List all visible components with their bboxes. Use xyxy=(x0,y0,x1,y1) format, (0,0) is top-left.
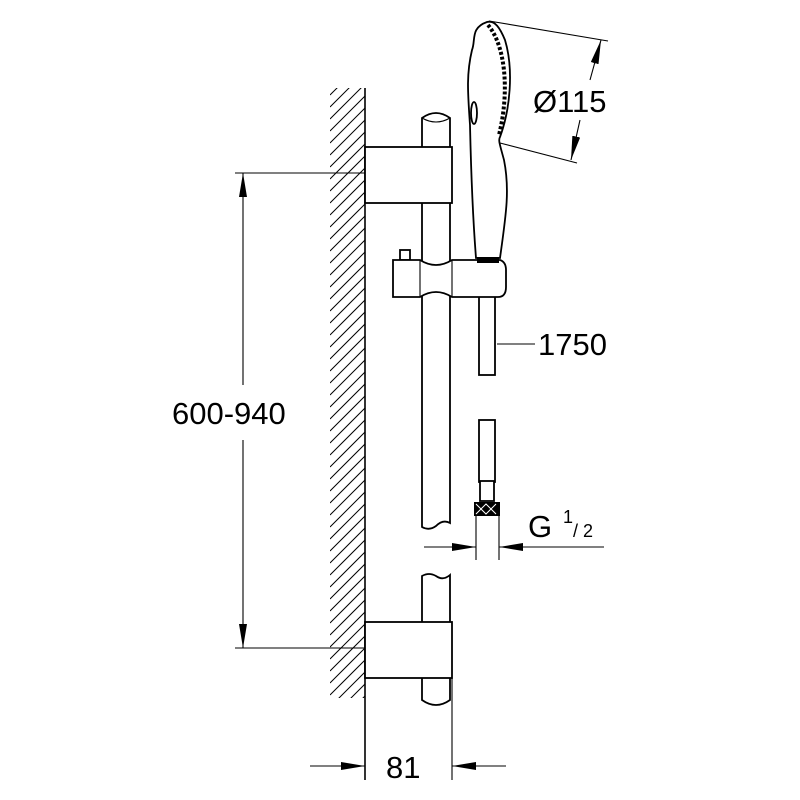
rail-cap-top xyxy=(421,117,451,123)
hatch-line xyxy=(330,479,365,516)
hatch-line xyxy=(330,323,365,360)
hatch-line xyxy=(330,551,365,588)
hatch-line xyxy=(330,347,365,384)
dim-ext-line xyxy=(488,20,609,42)
hatch-line xyxy=(330,88,350,108)
rail-distance-label: 600-940 xyxy=(172,396,286,431)
hatch-line xyxy=(330,659,365,696)
hatch-line xyxy=(330,359,365,396)
hatch-line xyxy=(330,239,365,276)
hatch-line xyxy=(330,623,365,660)
dim-arrow xyxy=(570,119,581,161)
hatch-line xyxy=(330,167,365,204)
hatch-line xyxy=(330,119,365,156)
slider-holder[interactable] xyxy=(392,259,507,298)
hatch-line xyxy=(330,95,365,132)
handle-nut xyxy=(477,257,499,263)
hatch-line xyxy=(330,407,365,444)
hatch-line xyxy=(330,720,365,755)
hatch-line xyxy=(330,287,365,324)
hatch-line xyxy=(330,527,365,564)
hatch-line xyxy=(330,275,365,312)
rail-upper xyxy=(421,112,451,530)
hatch-line xyxy=(330,311,365,348)
hose-connector xyxy=(479,480,495,502)
hose-nut-knurl xyxy=(475,503,497,515)
thread-numerator: 1 xyxy=(563,507,573,527)
hatch-line xyxy=(330,587,365,624)
hatch-line xyxy=(330,227,365,264)
thread-denominator: 2 xyxy=(583,521,593,541)
hatch-line xyxy=(330,503,365,540)
hatch-line xyxy=(338,671,365,698)
hand-shower[interactable] xyxy=(467,20,511,259)
wall-bracket-top xyxy=(364,146,453,204)
dim-ext-line xyxy=(499,142,578,164)
hatch-line xyxy=(330,563,365,600)
hatch-line xyxy=(330,708,365,743)
hatch-line xyxy=(330,419,365,456)
hatch-line xyxy=(330,215,365,252)
hatch-line xyxy=(330,131,365,168)
hatch-line xyxy=(330,455,365,492)
wall-bracket-bottom xyxy=(364,621,453,679)
hatch-line xyxy=(330,515,365,552)
hatch-line xyxy=(330,443,365,480)
hatch-line xyxy=(330,179,365,216)
hatch-line xyxy=(330,611,365,648)
hose-length-label: 1750 xyxy=(538,327,607,362)
hatch-line xyxy=(330,395,365,432)
slider-knob[interactable] xyxy=(399,249,411,261)
hatch-line xyxy=(330,647,365,684)
hatch-line xyxy=(330,467,365,504)
hatch-line xyxy=(330,88,362,120)
spray-button[interactable] xyxy=(470,101,478,125)
projection-label: 81 xyxy=(386,750,420,785)
hatch-line xyxy=(330,371,365,408)
hatch-line xyxy=(330,431,365,468)
hatch-line xyxy=(330,263,365,300)
hatch-line xyxy=(330,191,365,228)
head-diameter-label: Ø115 xyxy=(533,84,607,119)
hatch-line xyxy=(330,539,365,576)
hatch-line xyxy=(330,107,365,144)
hatch-line xyxy=(330,635,365,672)
hatch-line xyxy=(350,683,365,698)
hatch-line xyxy=(330,335,365,372)
hose-upper xyxy=(478,294,496,376)
hatch-line xyxy=(330,599,365,636)
hatch-line xyxy=(330,251,365,288)
hatch-line xyxy=(330,299,365,336)
hatch-line xyxy=(330,732,365,767)
thread-label: G xyxy=(528,509,552,544)
wall-hatching xyxy=(330,88,365,767)
hatch-line xyxy=(330,383,365,420)
hatch-line xyxy=(330,491,365,528)
hatch-line xyxy=(330,203,365,240)
thread-slash: / xyxy=(573,521,578,541)
hatch-line xyxy=(362,695,365,698)
dim-arrow xyxy=(589,39,602,81)
hose-lower xyxy=(478,419,496,483)
hose-nut xyxy=(474,502,500,516)
hatch-line xyxy=(330,88,338,96)
hatch-line xyxy=(330,575,365,612)
